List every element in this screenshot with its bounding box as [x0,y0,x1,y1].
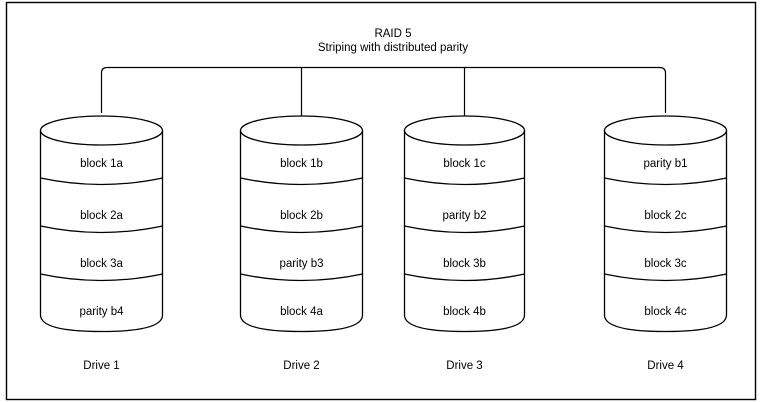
drive-1-divider-1 [40,177,163,186]
drive-1-block-4: parity b4 [79,306,124,318]
drive-3-divider-1 [404,177,525,186]
drive-4-cylinder-body [603,129,728,333]
drive-4-block-1: parity b1 [643,158,687,170]
drive-2-block-3: parity b3 [279,258,323,270]
diagram-subtitle-line2: Striping with distributed parity [318,42,468,54]
drive-4-divider-2 [604,225,727,234]
drive-2-group[interactable]: block 1b block 2b parity b3 block 4a Dri… [239,115,364,372]
drive-1-group[interactable]: block 1a block 2a block 3a parity b4 Dri… [39,115,164,372]
controller-bus [100,66,667,119]
drive-4-block-3: block 3c [644,258,686,270]
drive-2-block-2: block 2b [280,210,323,222]
drive-1-divider-3 [40,273,163,282]
drive-2-divider-3 [240,273,363,282]
drive-4-divider-1 [604,177,727,186]
drive-3-label: Drive 3 [446,360,482,372]
drive-4-group[interactable]: parity b1 block 2c block 3c block 4c Dri… [603,115,728,372]
drive-4-cylinder-top [603,115,728,146]
drive-4-block-2: block 2c [644,210,686,222]
drive-1-label: Drive 1 [83,360,119,372]
drive-2-cylinder-top [239,115,364,146]
drive-2-block-1: block 1b [280,158,323,170]
drive-2-label: Drive 2 [283,360,319,372]
drive-3-block-2: parity b2 [442,210,486,222]
diagram-title-line1: RAID 5 [374,28,411,40]
drive-4-divider-3 [604,273,727,282]
drive-2-cylinder-body [239,129,364,333]
drive-4-label: Drive 4 [647,360,684,372]
drive-2-divider-1 [240,177,363,186]
drive-4-block-4: block 4c [644,306,686,318]
drive-1-divider-2 [40,225,163,234]
drive-3-divider-3 [404,273,525,282]
drive-1-block-1: block 1a [80,158,123,170]
drive-3-block-1: block 1c [443,158,485,170]
drive-1-block-2: block 2a [80,210,123,222]
drive-3-divider-2 [404,225,525,234]
drive-1-cylinder-body [39,129,164,333]
drive-3-cylinder-top [403,115,526,146]
drive-3-cylinder-body [403,129,526,333]
drive-1-block-3: block 3a [80,258,123,270]
drive-1-cylinder-top [39,115,164,146]
bus-bracket [100,66,667,113]
drive-3-block-4: block 4b [443,306,486,318]
drive-2-divider-2 [240,225,363,234]
drive-2-block-4: block 4a [280,306,323,318]
drive-3-block-3: block 3b [443,258,486,270]
drive-3-group[interactable]: block 1c parity b2 block 3b block 4b Dri… [403,115,526,372]
